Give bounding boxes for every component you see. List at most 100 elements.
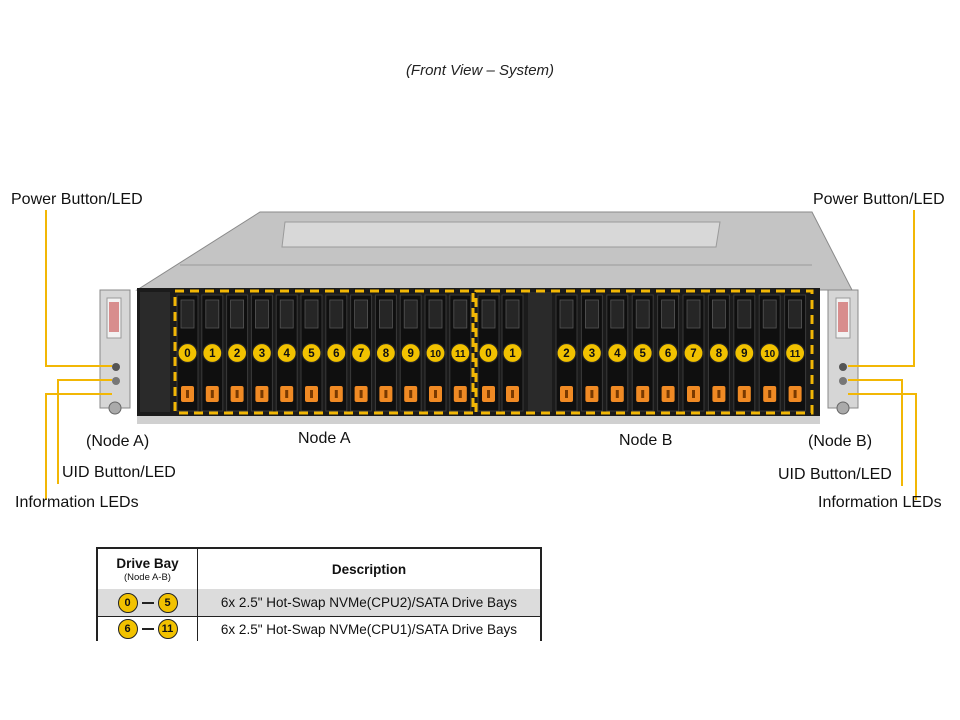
chassis-bottom-strip [137,416,820,424]
drive-bay-number: 0 [485,348,491,360]
drive-bay-number: 6 [665,348,671,360]
legend-row: 0 5 6x 2.5" Hot-Swap NVMe(CPU2)/SATA Dri… [98,589,540,617]
drive-bay-number: 3 [589,348,595,360]
node-b-drive-bay: 6 [657,294,680,412]
bay-badge-from: 6 [117,619,138,639]
node-a-drive-bay: 0 [176,294,199,412]
left-vent [140,292,170,412]
drive-bay-number-badge [251,342,272,364]
drive-bay-number-badge [657,342,679,364]
drive-bay-number-badge [351,342,372,364]
legend-header-bay-cell: Drive Bay (Node A-B) [98,549,198,589]
left-rack-ear [99,289,131,415]
drive-bay-number-badge [301,342,322,364]
right-information-leds-label: Information LEDs [818,494,942,511]
drive-bay-number: 0 [184,348,190,360]
right-rack-ear [827,289,859,415]
range-dash [141,601,154,604]
drive-bay-number-badge [556,342,577,364]
drive-bay-number: 8 [716,348,723,360]
node-a-drive-bay: 2 [226,294,249,412]
drive-bay-number-badge [276,342,297,364]
drive-bay-number: 5 [639,348,646,360]
right-power-button-label: Power Button/LED [813,191,945,208]
drive-bay-number: 3 [259,348,265,360]
node-b-drive-bays: 0 1 2 3 4 5 6 7 8 9 10 11 [477,294,807,412]
node-a-drive-bay: 6 [325,294,348,412]
drive-bay-number-badge [326,342,347,364]
left-power-button-label: Power Button/LED [11,191,143,208]
drive-bay-number: 4 [614,348,621,360]
drive-bay-number: 7 [690,348,696,360]
node-a-drive-bay: 11 [449,294,472,412]
left-uid-button-label: UID Button/LED [62,464,176,481]
drive-bay-number-badge [227,342,248,364]
node-a-drive-bay: 5 [300,294,323,412]
drive-bay-number: 9 [741,348,747,360]
drive-bay-number-badge [375,342,396,364]
node-b-drive-bay: 7 [682,294,705,412]
bay-badge-to: 5 [157,592,178,613]
range-dash [141,628,154,630]
drive-bay-number-badge [759,342,780,364]
legend-row-description: 6x 2.5" Hot-Swap NVMe(CPU2)/SATA Drive B… [220,595,518,610]
right-uid-button-label: UID Button/LED [778,466,892,483]
drive-bay-number: 4 [283,348,290,360]
node-b-drive-bay: 2 [555,294,578,412]
left-callout-lines [45,210,112,500]
node-b-drive-bay: 5 [631,294,654,412]
drive-bay-number-badge [632,342,653,364]
drive-bay-number-badge [708,342,730,364]
node-a-label: Node A [298,430,351,447]
drive-bay-number: 2 [563,348,569,360]
drive-bay-number-badge [478,342,499,364]
drive-bay-number-badge [581,342,603,364]
right-node-label: (Node B) [808,433,873,450]
drive-bay-number: 8 [383,348,390,360]
legend-header-description: Description [331,561,407,577]
drive-bay-number: 6 [333,348,339,360]
node-a-drive-bay: 1 [201,294,224,412]
drive-bay-number-badge [784,342,806,364]
drive-bay-number: 11 [790,349,801,360]
drive-bay-number: 10 [430,349,442,360]
node-a-drive-bay: 3 [250,294,273,412]
drive-bay-number-badge [734,342,755,364]
bay-badge-from: 0 [117,592,138,613]
drive-bay-number: 11 [455,349,466,360]
drive-bay-number-badge [502,342,523,364]
node-b-drive-bay: 3 [580,294,603,412]
middle-vent [528,292,552,412]
drive-bay-number: 1 [509,348,516,360]
node-a-drive-bay: 9 [399,294,422,412]
chassis-top-cover [281,221,721,248]
drive-bay-number-badge [607,342,628,364]
figure-caption: (Front View – System) [405,62,555,79]
legend-header-bay: Drive Bay [116,555,179,571]
right-callout-lines [848,210,917,500]
node-a-drive-bay: 4 [275,294,298,412]
drive-bay-number: 7 [358,348,364,360]
node-b-drive-bay: 1 [501,294,524,412]
drive-bay-number: 10 [764,349,776,360]
node-a-drive-bay: 10 [424,294,447,412]
node-b-drive-bay: 0 [477,294,500,412]
bay-badge-to: 11 [157,619,178,639]
legend-row-description: 6x 2.5" Hot-Swap NVMe(CPU1)/SATA Drive B… [220,621,518,637]
drive-bay-number-badge [450,342,471,364]
node-a-drive-bay: 8 [374,294,397,412]
node-b-drive-bay: 9 [733,294,756,412]
drive-bay-number-badge [177,342,198,364]
node-b-label: Node B [619,432,673,449]
drive-bay-number: 5 [308,348,315,360]
legend-header-row: Drive Bay (Node A-B) Description [98,549,540,591]
node-a-drive-bay: 7 [350,294,373,412]
drive-bay-number-badge [425,342,446,364]
drive-bay-number-badge [202,342,223,364]
drive-bay-number-badge [683,342,704,364]
legend-header-bay-sub: (Node A-B) [123,571,171,583]
legend-row: 6 11 6x 2.5" Hot-Swap NVMe(CPU1)/SATA Dr… [98,617,540,641]
left-node-label: (Node A) [86,433,150,450]
